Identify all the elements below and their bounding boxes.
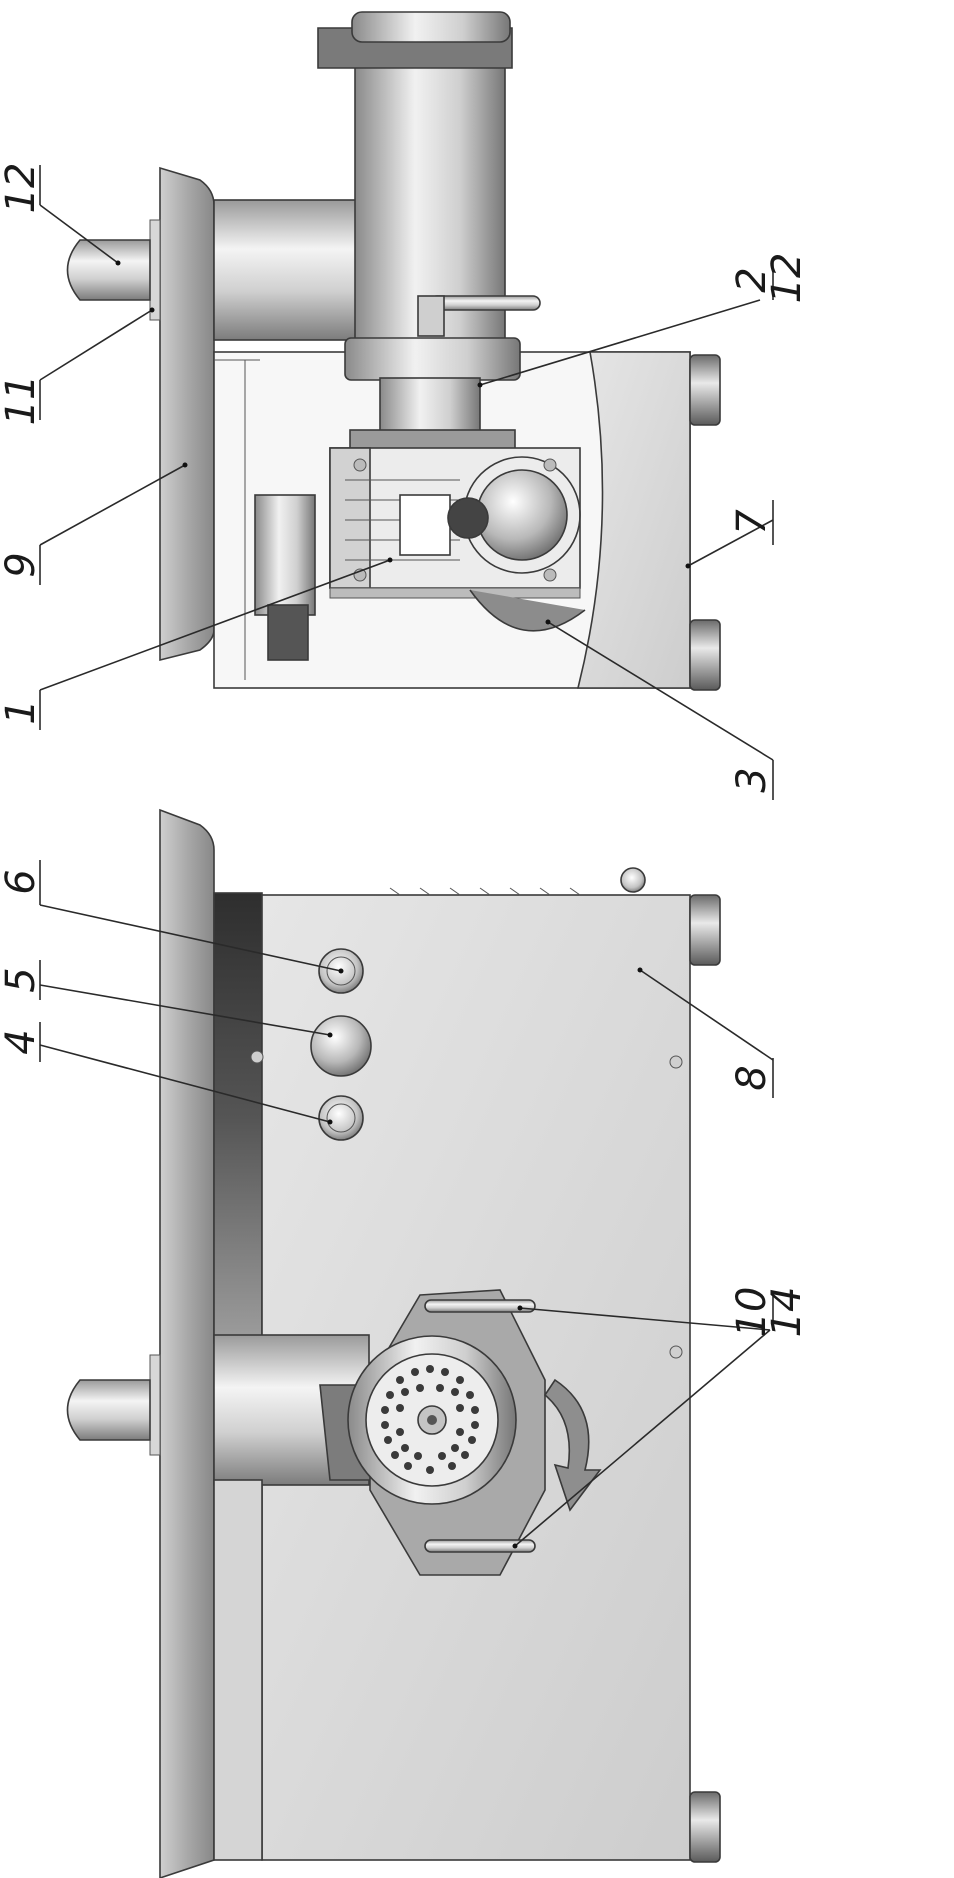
base-plate bbox=[159, 166, 215, 662]
flange bbox=[344, 337, 521, 381]
button-4[interactable] bbox=[318, 1095, 364, 1141]
top-view bbox=[66, 11, 721, 691]
front-knob bbox=[66, 1354, 161, 1456]
dark-strip bbox=[213, 892, 263, 1344]
nut-handle-top[interactable] bbox=[424, 1299, 536, 1313]
vent-slots bbox=[389, 887, 581, 896]
callout-1: 1 bbox=[0, 699, 44, 724]
leader-lines bbox=[39, 165, 774, 1549]
switch-5[interactable] bbox=[310, 1015, 372, 1077]
base-plate bbox=[159, 808, 215, 1878]
callout-12-right: 12 bbox=[764, 253, 810, 304]
callout-5: 5 bbox=[0, 967, 44, 992]
callout-11: 11 bbox=[0, 375, 44, 426]
callout-12: 12 bbox=[0, 163, 44, 214]
callout-14: 14 bbox=[764, 1287, 810, 1338]
foot bbox=[689, 354, 721, 426]
plate-holes bbox=[381, 1365, 479, 1474]
foot bbox=[689, 619, 721, 691]
callout-labels: 12 11 9 1 6 5 4 2 12 7 3 8 10 14 bbox=[0, 163, 810, 1338]
callout-10: 10 bbox=[729, 1287, 775, 1338]
callout-9: 9 bbox=[0, 552, 44, 577]
callout-7: 7 bbox=[729, 509, 775, 535]
feeder-tube bbox=[354, 39, 506, 341]
front-view bbox=[66, 808, 721, 1878]
callout-3: 3 bbox=[729, 767, 775, 792]
foot bbox=[689, 1791, 721, 1863]
grinder-head bbox=[347, 1289, 546, 1576]
motor-capacitor bbox=[254, 494, 316, 661]
callout-6: 6 bbox=[0, 869, 44, 894]
callout-2: 2 bbox=[729, 267, 775, 292]
callout-8: 8 bbox=[729, 1065, 775, 1090]
lever-handle[interactable] bbox=[429, 295, 541, 311]
nut-handle-bottom[interactable] bbox=[424, 1539, 536, 1553]
gearbox bbox=[329, 447, 586, 632]
top-knob bbox=[66, 219, 161, 321]
foot bbox=[689, 894, 721, 966]
rotation-arrow bbox=[543, 1378, 602, 1512]
callout-4: 4 bbox=[0, 1029, 44, 1054]
